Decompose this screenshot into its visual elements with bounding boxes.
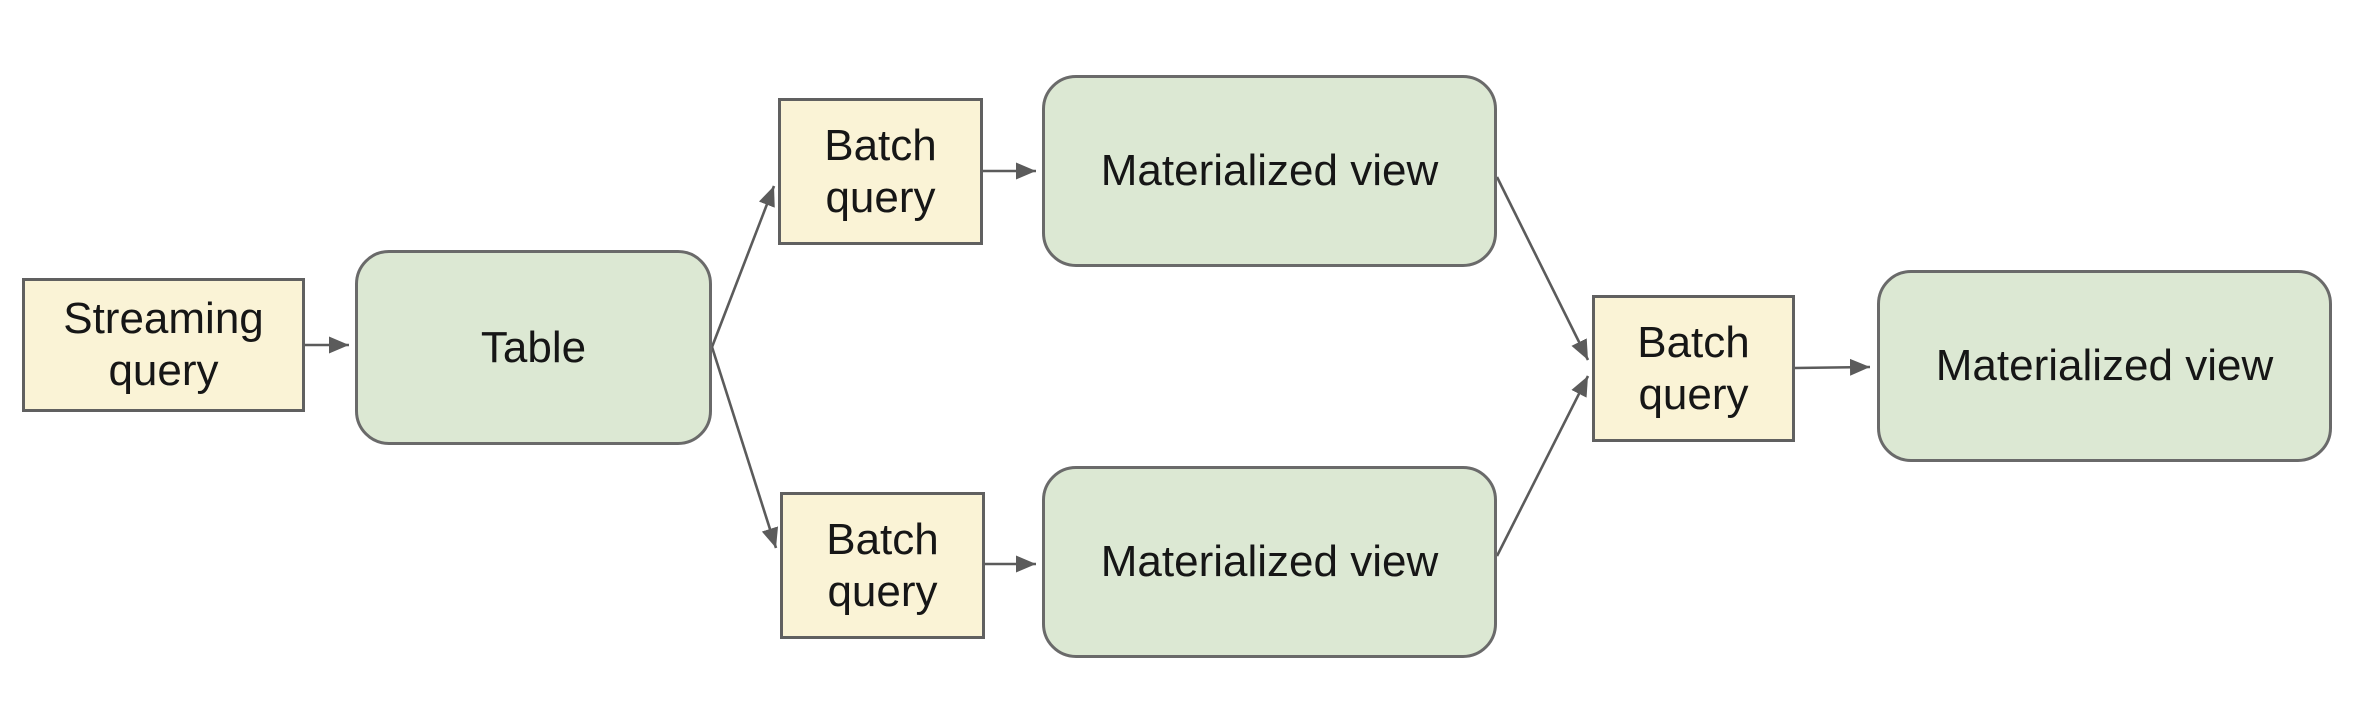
node-materialized-view-top: Materialized view (1042, 75, 1497, 267)
arrow-mv-top-to-batch-right (1495, 176, 1590, 361)
node-batch-query-right: Batch query (1592, 295, 1795, 442)
node-label: Materialized view (1935, 341, 2274, 391)
node-materialized-view-bottom: Materialized view (1042, 466, 1497, 658)
node-streaming-query: Streaming query (22, 278, 305, 412)
node-label: Materialized view (1100, 146, 1439, 196)
node-table: Table (355, 250, 712, 445)
node-label: Batch query (1637, 317, 1750, 419)
node-batch-query-top: Batch query (778, 98, 983, 245)
node-label: Batch query (824, 120, 937, 222)
arrow-batch-right-to-mv-final (1794, 358, 1871, 376)
arrow-table-to-batch-bottom (710, 346, 779, 549)
node-label: Materialized view (1100, 537, 1439, 587)
node-batch-query-bottom: Batch query (780, 492, 985, 639)
arrow-mv-bottom-to-batch-right (1495, 375, 1590, 557)
node-label: Batch query (826, 514, 939, 616)
node-label: Table (480, 322, 587, 372)
node-materialized-view-final: Materialized view (1877, 270, 2332, 462)
arrow-table-to-batch-top (710, 185, 776, 348)
node-label: Streaming query (63, 294, 264, 395)
